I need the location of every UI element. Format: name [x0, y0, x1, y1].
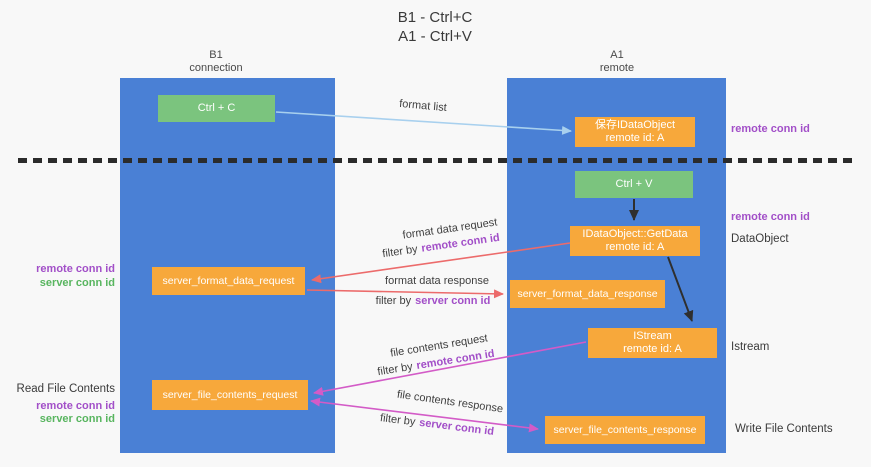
annotation-remote-conn-id-mid: remote conn id: [731, 211, 810, 223]
getdata-line2: remote id: A: [605, 241, 665, 253]
istream-line2: remote id: A: [623, 343, 682, 355]
server-format-data-response-label: server_format_data_response: [517, 287, 658, 300]
arrow-format-list: [275, 111, 572, 135]
server-format-data-request-box: server_format_data_request: [152, 267, 305, 295]
server-file-contents-request-label: server_file_contents_request: [162, 388, 298, 401]
filter-by-text-2: filter by: [375, 295, 412, 307]
title-line-1: B1 - Ctrl+C: [397, 9, 473, 26]
ctrl-v-label: Ctrl + V: [615, 178, 653, 190]
annotation-remote-conn-id-left-mid: remote conn id: [36, 263, 115, 275]
getdata-line1: IDataObject::GetData: [582, 228, 688, 240]
lane-b1-name: B1: [209, 49, 223, 61]
annotation-read-file-contents: Read File Contents: [16, 383, 115, 395]
annotation-istream: Istream: [731, 341, 770, 353]
annotation-server-conn-id-left-bottom: server conn id: [39, 413, 115, 425]
lane-a1-sub: remote: [599, 62, 635, 74]
istream-line1: IStream: [633, 330, 672, 342]
arrow-file-contents-request: [313, 341, 587, 396]
server-file-contents-response-box: server_file_contents_response: [545, 416, 705, 444]
ctrl-v-box: Ctrl + V: [575, 171, 693, 198]
ctrl-c-label: Ctrl + C: [197, 102, 236, 114]
server-format-data-request-label: server_format_data_request: [162, 274, 295, 287]
save-dataobject-line2: remote id: A: [605, 132, 665, 144]
arrow-format-data-request: [311, 242, 571, 284]
server-format-data-response-box: server_format_data_response: [510, 280, 665, 308]
istream-box: IStream remote id: A: [588, 328, 717, 358]
server-conn-id-text-1: server conn id: [415, 295, 491, 307]
annotation-remote-conn-id-top: remote conn id: [731, 123, 810, 135]
annotation-dataobject: DataObject: [731, 233, 789, 245]
server-file-contents-response-label: server_file_contents_response: [553, 423, 697, 436]
annotation-remote-conn-id-left-bottom: remote conn id: [36, 400, 115, 412]
arrow-getdata-to-istream: [667, 256, 694, 322]
diagram-title: B1 - Ctrl+C A1 - Ctrl+V: [285, 8, 585, 46]
server-file-contents-request-box: server_file_contents_request: [152, 380, 308, 410]
save-dataobject-box: 保存IDataObject remote id: A: [575, 117, 695, 147]
annotation-server-conn-id-left-mid: server conn id: [39, 277, 115, 289]
getdata-box: IDataObject::GetData remote id: A: [570, 226, 700, 256]
arrow-file-contents-response: [310, 397, 539, 433]
lane-b1-sub: connection: [189, 62, 243, 74]
lane-header-a1: A1 remote: [567, 49, 667, 75]
title-line-2: A1 - Ctrl+V: [398, 28, 472, 45]
save-dataobject-line1: 保存IDataObject: [594, 119, 676, 131]
arrow-format-data-response: [306, 289, 504, 299]
ctrl-c-box: Ctrl + C: [158, 95, 275, 122]
label-format-data-response: format data response: [385, 275, 489, 287]
lane-a1-name: A1: [610, 49, 624, 61]
lane-header-b1: B1 connection: [166, 49, 266, 75]
annotation-write-file-contents: Write File Contents: [735, 423, 833, 435]
